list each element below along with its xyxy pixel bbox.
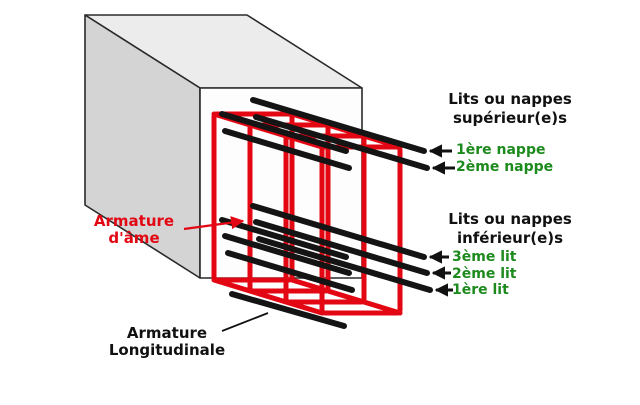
heading-lower-layers: Lits ou nappes inférieur(e)s (448, 210, 572, 247)
pointer-line-armature-longitudinale (221, 312, 269, 332)
bar-nappe1-left (219, 111, 349, 154)
label-armature-ame: Armature d'âme (93, 212, 175, 248)
bar-nappe2-right (253, 114, 430, 171)
bar-bottom-protruding (229, 291, 347, 329)
bar-lit3-right (250, 203, 427, 260)
stirrup-1 (211, 111, 295, 283)
bar-lit1-right (256, 236, 433, 293)
label-lit3: 3ème lit (452, 249, 517, 265)
label-lit1: 1ère lit (452, 282, 509, 298)
label-lit2: 2ème lit (452, 266, 517, 282)
label-nappe1: 1ère nappe (456, 142, 546, 158)
cage-bottom-left-rail (211, 277, 325, 316)
label-nappe2: 2ème nappe (456, 159, 554, 175)
cage-bottom-right-rail (289, 277, 403, 316)
bar-nappe1-right (250, 97, 427, 154)
heading-upper-layers: Lits ou nappes supérieur(e)s (448, 90, 572, 127)
bar-lit2-left (222, 233, 352, 276)
label-armature-longitudinale: Armature Longitudinale (108, 324, 226, 360)
bar-nappe2-left (222, 128, 352, 171)
pointer-arrows (428, 144, 455, 297)
bar-lit1-left (225, 250, 355, 293)
bar-lit2-right (253, 219, 430, 276)
arrow-armature-ame (183, 216, 245, 231)
